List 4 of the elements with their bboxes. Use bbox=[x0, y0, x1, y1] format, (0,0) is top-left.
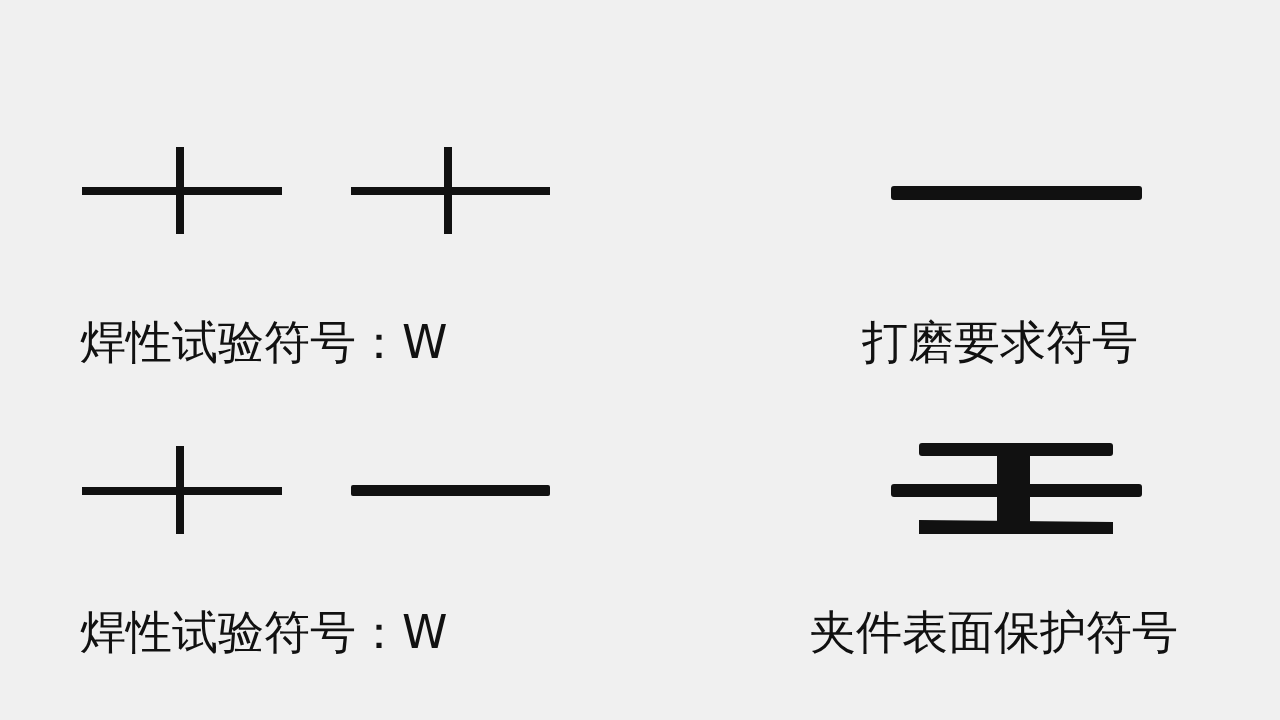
symbol-caption: 夹件表面保护符号 bbox=[810, 604, 1178, 660]
symbol-caption: 焊性试验符号：W bbox=[80, 604, 448, 660]
symbol-caption: 焊性试验符号：W bbox=[80, 314, 448, 370]
symbol-caption: 打磨要求符号 bbox=[862, 314, 1138, 370]
